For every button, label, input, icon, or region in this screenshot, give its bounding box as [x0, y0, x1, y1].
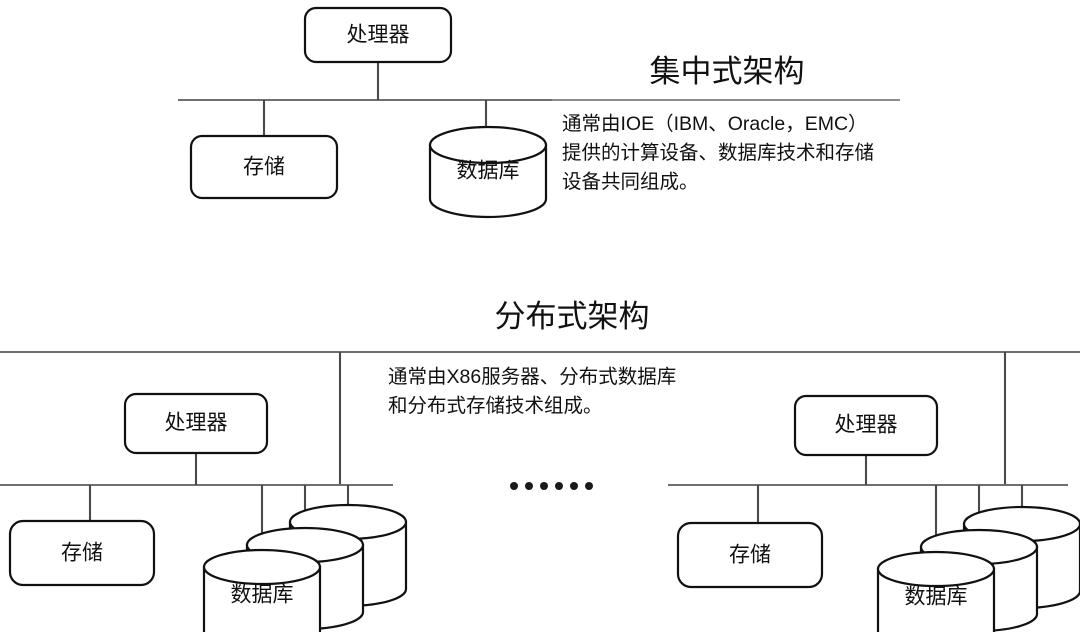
cluster-right-storage-label: 存储 — [729, 544, 771, 567]
centralized-database-cylinder-body — [428, 143, 548, 219]
distributed-description-line-2: 和分布式存储技术组成。 — [388, 395, 603, 417]
cluster-left: 处理器 存储 — [0, 392, 408, 632]
cluster-right-database-label: 数据库 — [905, 586, 968, 609]
cluster-right-processor-box — [793, 394, 939, 457]
cluster-right-processor-label: 处理器 — [835, 414, 898, 437]
ellipsis-dot-1 — [510, 482, 518, 490]
cluster-left-processor-node[interactable]: 处理器 — [123, 392, 269, 455]
centralized-storage-box — [189, 134, 339, 200]
centralized-database-cylinder-top — [428, 125, 548, 165]
centralized-architecture-section: 处理器 存储 数据库 集中式架构 通常由IOE（IBM、Oracle，EMC） … — [178, 6, 900, 219]
centralized-processor-box — [303, 6, 453, 64]
ellipsis-dot-2 — [525, 482, 533, 490]
centralized-section-title: 集中式架构 — [650, 54, 805, 89]
distributed-section-title: 分布式架构 — [495, 299, 650, 334]
cluster-left-storage-box — [8, 519, 156, 587]
distributed-ellipsis — [510, 482, 593, 490]
centralized-description-line-2: 提供的计算设备、数据库技术和存储 — [562, 142, 874, 164]
cluster-right-processor-node[interactable]: 处理器 — [793, 394, 939, 457]
cluster-left-storage-node[interactable]: 存储 — [8, 519, 156, 587]
ellipsis-dot-6 — [585, 482, 593, 490]
centralized-description-line-1: 通常由IOE（IBM、Oracle，EMC） — [562, 113, 868, 135]
distributed-description-line-1: 通常由X86服务器、分布式数据库 — [388, 366, 676, 388]
cluster-left-database-cylinder-front-top — [202, 548, 322, 586]
ellipsis-dot-4 — [555, 482, 563, 490]
cluster-right-database-cylinder-front-top — [876, 550, 996, 588]
ellipsis-dot-5 — [570, 482, 578, 490]
cluster-left-storage-label: 存储 — [61, 542, 103, 565]
distributed-architecture-section: 分布式架构 通常由X86服务器、分布式数据库 和分布式存储技术组成。 处理器 — [0, 299, 1080, 632]
ellipsis-dot-3 — [540, 482, 548, 490]
cluster-left-database-cylinder-front-body — [202, 565, 322, 632]
cluster-left-processor-box — [123, 392, 269, 455]
centralized-description-line-3: 设备共同组成。 — [562, 171, 699, 193]
cluster-right: 处理器 存储 数据库 — [668, 394, 1080, 632]
cluster-left-database-stack[interactable]: 数据库 — [202, 503, 408, 632]
centralized-storage-label: 存储 — [243, 156, 285, 179]
cluster-right-database-stack[interactable]: 数据库 — [876, 505, 1080, 632]
centralized-processor-label: 处理器 — [347, 24, 410, 47]
centralized-database-node[interactable]: 数据库 — [428, 125, 548, 219]
cluster-right-storage-node[interactable]: 存储 — [676, 521, 824, 589]
cluster-right-storage-box — [676, 521, 824, 589]
centralized-database-label: 数据库 — [457, 160, 520, 183]
centralized-storage-node[interactable]: 存储 — [189, 134, 339, 200]
cluster-left-database-label: 数据库 — [231, 584, 294, 607]
centralized-processor-node[interactable]: 处理器 — [303, 6, 453, 64]
cluster-left-processor-label: 处理器 — [165, 412, 228, 435]
